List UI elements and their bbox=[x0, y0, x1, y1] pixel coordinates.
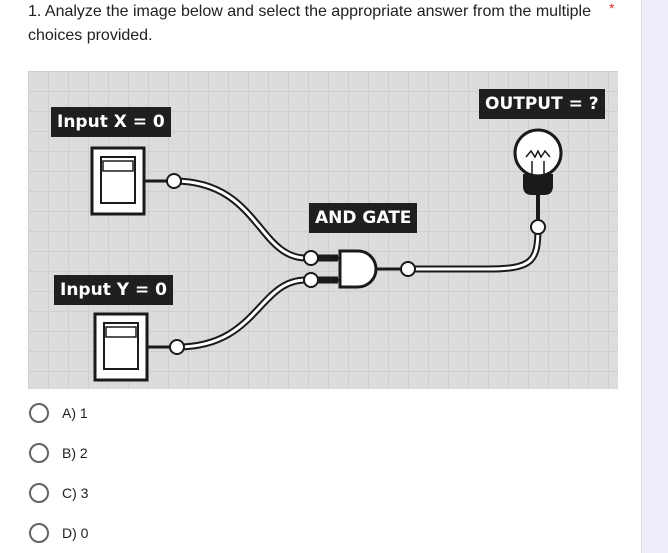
switch-x bbox=[90, 146, 182, 216]
wire-gate-to-output bbox=[408, 226, 542, 273]
option-b[interactable]: B) 2 bbox=[28, 433, 228, 473]
input-x-label: Input X = 0 bbox=[51, 107, 171, 137]
option-a[interactable]: A) 1 bbox=[28, 393, 228, 433]
option-d[interactable]: D) 0 bbox=[28, 513, 228, 553]
option-label: D) 0 bbox=[62, 525, 89, 541]
radio-button[interactable] bbox=[29, 523, 49, 543]
page-background bbox=[642, 0, 668, 553]
wire-y-to-gate bbox=[176, 276, 338, 351]
and-gate-label: AND GATE bbox=[309, 203, 418, 233]
option-label: A) 1 bbox=[62, 405, 88, 421]
circuit-image: Input X = 0 Input Y = 0 AND GATE OUTPUT … bbox=[28, 71, 618, 389]
radio-button[interactable] bbox=[29, 483, 49, 503]
option-c[interactable]: C) 3 bbox=[28, 473, 228, 513]
input-y-label: Input Y = 0 bbox=[54, 275, 173, 305]
question-text: 1. Analyze the image below and select th… bbox=[28, 3, 591, 44]
and-gate bbox=[303, 249, 416, 289]
question-card: 1. Analyze the image below and select th… bbox=[28, 0, 642, 553]
output-label: OUTPUT = ? bbox=[479, 89, 605, 119]
option-label: C) 3 bbox=[62, 485, 89, 501]
option-label: B) 2 bbox=[62, 445, 88, 461]
lightbulb-icon bbox=[513, 128, 563, 235]
required-asterisk: * bbox=[609, 0, 615, 16]
switch-y bbox=[93, 312, 185, 382]
wire-x-to-gate bbox=[173, 177, 338, 262]
radio-button[interactable] bbox=[29, 443, 49, 463]
radio-button[interactable] bbox=[29, 403, 49, 423]
